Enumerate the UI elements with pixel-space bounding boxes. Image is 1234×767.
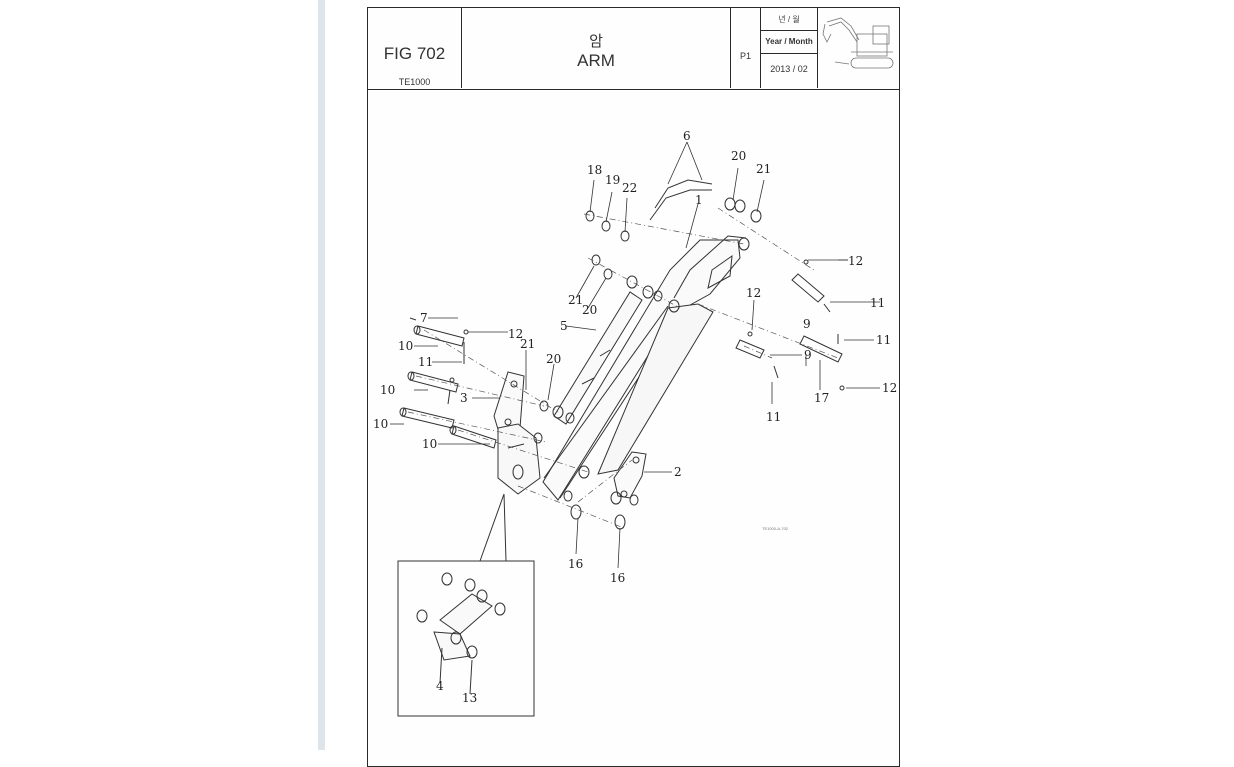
detail-inset [397, 493, 535, 717]
callout-9-lower: 9 [804, 348, 812, 362]
drawing-code: TE1000-A-702 [762, 526, 789, 531]
callout-12-right: 12 [848, 254, 863, 268]
callout-21-top: 21 [756, 162, 771, 176]
title-english: ARM [577, 51, 615, 70]
excavator-thumbnail-icon [822, 17, 894, 69]
callout-20-left: 20 [546, 352, 561, 366]
page-number-cell: P1 [731, 8, 761, 88]
callout-17: 17 [814, 391, 829, 405]
date-label-korean: 년 / 월 [778, 15, 800, 24]
page-header: FIG 702 TE1000 암 ARM P1 년 / 월 Year / Mon… [368, 8, 899, 90]
date-label-english: Year / Month [761, 30, 817, 54]
figure-number: FIG 702 [383, 44, 446, 63]
callout-20-mid: 20 [582, 303, 597, 317]
callout-16-right: 16 [610, 571, 625, 585]
callout-5: 5 [560, 319, 568, 333]
callout-3: 3 [460, 391, 468, 405]
callout-1: 1 [695, 193, 703, 207]
title-cell: 암 ARM [462, 8, 731, 88]
date-cell: 년 / 월 Year / Month 2013 / 02 [761, 8, 818, 88]
pins [399, 273, 843, 449]
callout-10-a: 10 [398, 339, 413, 353]
callout-22: 22 [622, 181, 637, 195]
viewer-left-rail [318, 0, 325, 750]
callout-20-top: 20 [731, 149, 746, 163]
callout-12-mid: 12 [746, 286, 761, 300]
callout-11-bottom: 11 [766, 410, 781, 424]
exploded-arm-diagram: 6 1 18 19 22 20 21 12 11 21 20 5 12 9 7 … [373, 129, 897, 717]
callout-16-left: 16 [568, 557, 583, 571]
machine-thumbnail-cell [818, 8, 901, 88]
callout-12-lower-right: 12 [882, 381, 897, 395]
callout-6: 6 [683, 129, 691, 143]
callout-9-upper: 9 [803, 317, 811, 331]
figure-number-cell: FIG 702 TE1000 [368, 8, 462, 88]
callout-21-left: 21 [520, 337, 535, 351]
callout-21-mid: 21 [568, 293, 583, 307]
date-value: 2013 / 02 [770, 64, 808, 74]
callout-18: 18 [587, 163, 602, 177]
arm-cylinder [553, 291, 643, 425]
title-korean: 암 [589, 33, 603, 50]
model-code: TE1000 [398, 77, 431, 87]
parts-catalog-page: FIG 702 TE1000 암 ARM P1 년 / 월 Year / Mon… [367, 7, 900, 767]
callout-7: 7 [420, 311, 428, 325]
callout-4: 4 [436, 679, 444, 693]
callout-10-d: 10 [422, 437, 437, 451]
callout-10-c: 10 [373, 417, 388, 431]
callout-11-left: 11 [418, 355, 433, 369]
callout-13: 13 [462, 691, 477, 705]
callout-11-right: 11 [870, 296, 885, 310]
page-number: P1 [739, 51, 751, 61]
callout-10-b: 10 [380, 383, 395, 397]
callout-11-far-right: 11 [876, 333, 891, 347]
arm-body [542, 239, 741, 501]
callout-19: 19 [605, 173, 620, 187]
callout-2: 2 [674, 465, 682, 479]
callout-12-left: 12 [508, 327, 523, 341]
